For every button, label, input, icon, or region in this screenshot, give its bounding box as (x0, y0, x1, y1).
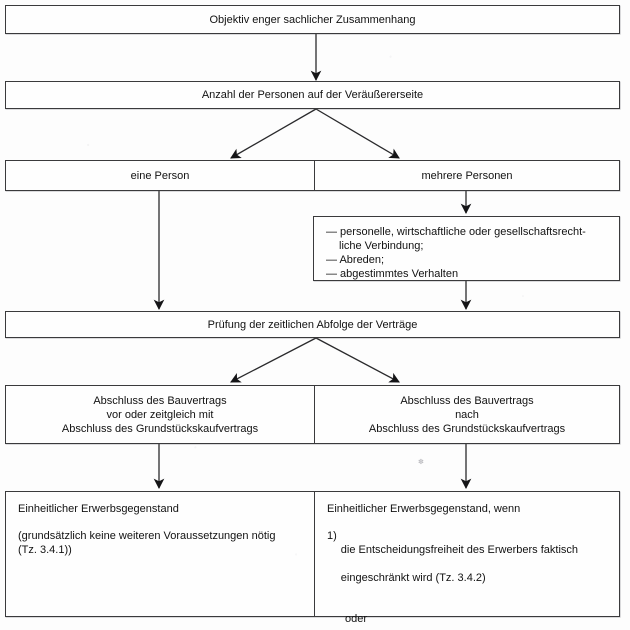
result-right-conjunction: oder (345, 613, 368, 625)
arrow-count-to-one-person (230, 108, 317, 159)
node-personen-split: eine Person mehrere Personen (5, 160, 620, 191)
result-right-item-1: 1) die Entscheidungsfreiheit des Erwerbe… (327, 529, 611, 599)
node-verbindungskriterien: — personelle, wirtschaftliche oder gesel… (313, 216, 620, 281)
result-right-item-1-line-2: eingeschränkt wird (Tz. 3.4.2) (340, 572, 486, 584)
result-right-heading: Einheitlicher Erwerbsgegenstand, wenn (327, 503, 521, 515)
node-ergebnis-rechts: Einheitlicher Erwerbsgegenstand, wenn 1)… (315, 492, 619, 625)
arrow-timing-to-after (315, 337, 400, 383)
criteria-line-4: — abgestimmtes Verhalten (326, 268, 459, 280)
node-bauvertrag-nachher-label: Abschluss des Bauvertrags nach Abschluss… (368, 394, 566, 435)
arrow-count-to-several-persons (315, 108, 400, 159)
result-right-spacer-1 (327, 516, 611, 529)
node-mehrere-personen: mehrere Personen (315, 161, 619, 190)
result-left-heading: Einheitlicher Erwerbsgegenstand (18, 503, 179, 515)
node-pruefung-zeitliche-abfolge: Prüfung der zeitlichen Abfolge der Vertr… (5, 311, 620, 338)
result-right-spacer-3 (327, 626, 611, 630)
result-left-body-line-2: (Tz. 3.4.1)) (18, 544, 72, 556)
node-anzahl-personen: Anzahl der Personen auf der Veräußererse… (5, 81, 620, 109)
split-divider-bauvertrag (314, 386, 315, 443)
split-divider-ergebnis (314, 492, 315, 616)
result-right-item-1-text: die Entscheidungsfreiheit des Erwerbers … (341, 529, 611, 599)
result-left-body-line-1: (grundsätzlich keine weiteren Voraussetz… (18, 530, 276, 542)
node-bauvertrag-vorher-label: Abschluss des Bauvertrags vor oder zeitg… (61, 394, 259, 435)
node-bauvertrag-split: Abschluss des Bauvertrags vor oder zeitg… (5, 385, 620, 444)
result-right-item-1-marker: 1) (327, 530, 337, 542)
node-root-label: Objektiv enger sachlicher Zusammenhang (209, 13, 416, 26)
node-timing-check-label: Prüfung der zeitlichen Abfolge der Vertr… (207, 318, 418, 331)
criteria-line-1: — personelle, wirtschaftliche oder gesel… (326, 226, 586, 238)
result-right-spacer-2 (327, 599, 611, 612)
split-divider-personen (314, 161, 315, 190)
criteria-line-2: liche Verbindung; (339, 240, 424, 252)
node-ergebnis-split: Einheitlicher Erwerbsgegenstand (grundsä… (5, 491, 620, 625)
node-ergebnis-links: Einheitlicher Erwerbsgegenstand (grundsä… (6, 492, 314, 616)
node-objektiv-enger-zusammenhang: Objektiv enger sachlicher Zusammenhang (5, 5, 620, 34)
node-mehrere-personen-label: mehrere Personen (421, 169, 513, 182)
node-bauvertrag-vorher: Abschluss des Bauvertrags vor oder zeitg… (6, 386, 314, 443)
result-right-item-1-line-1: die Entscheidungsfreiheit des Erwerbers … (340, 544, 579, 556)
node-eine-person-label: eine Person (130, 169, 190, 182)
criteria-line-3: — Abreden; (326, 254, 385, 266)
arrow-timing-to-before (230, 337, 317, 383)
node-eine-person: eine Person (6, 161, 314, 190)
scan-artifact: ✽ (418, 459, 424, 466)
result-left-spacer (18, 516, 304, 529)
node-bauvertrag-nachher: Abschluss des Bauvertrags nach Abschluss… (315, 386, 619, 443)
node-count-persons-label: Anzahl der Personen auf der Veräußererse… (201, 89, 424, 101)
